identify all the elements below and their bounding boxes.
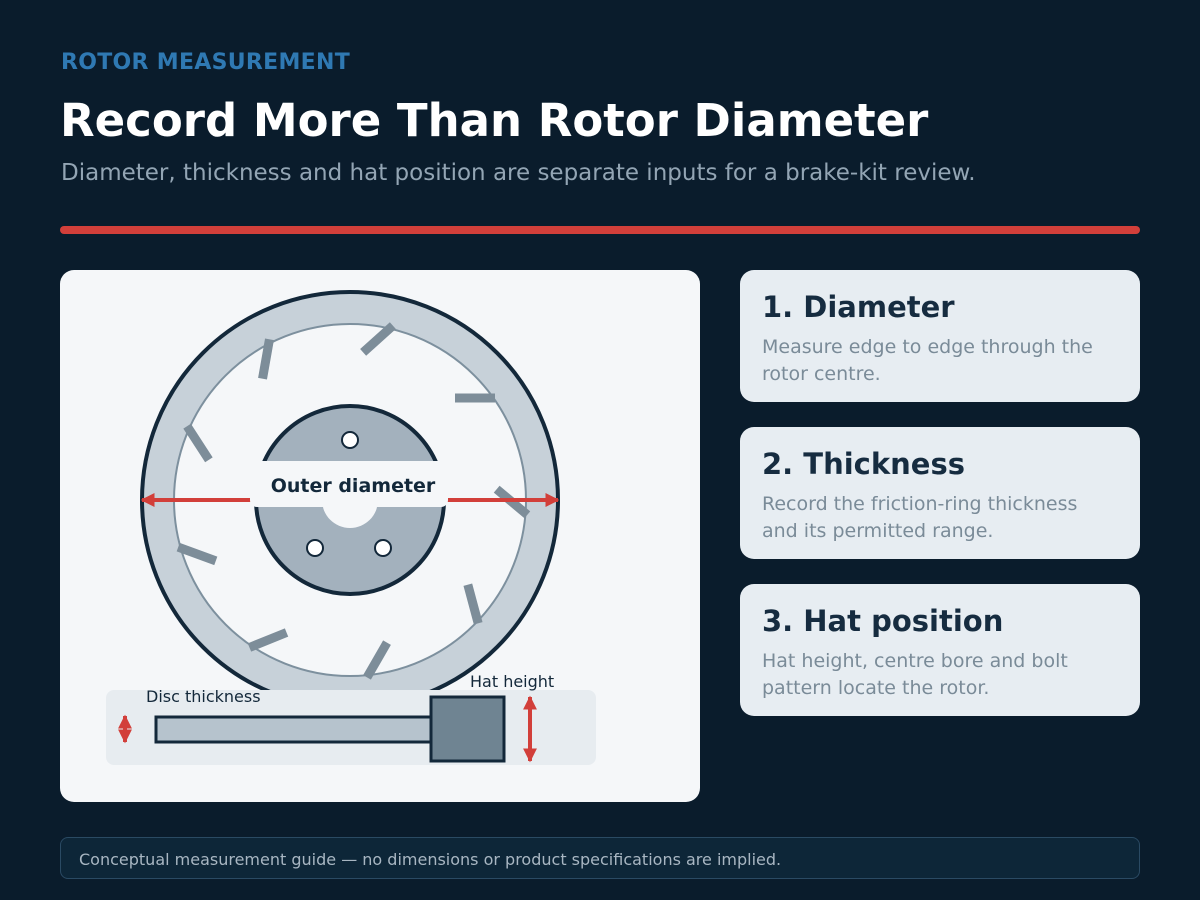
bolt-hole bbox=[306, 539, 324, 557]
hat-side-view bbox=[429, 695, 506, 763]
step-description: Measure edge to edge through the rotor c… bbox=[762, 336, 1093, 385]
page-subtitle: Diameter, thickness and hat position are… bbox=[61, 160, 976, 186]
rotor-diagram-panel: Outer diameter Disc thickness Hat height bbox=[60, 270, 700, 802]
eyebrow-label: ROTOR MEASUREMENT bbox=[61, 50, 351, 75]
step-title: 3. Hat position bbox=[762, 604, 1004, 638]
cooling-vane bbox=[176, 542, 218, 566]
hat-height-label: Hat height bbox=[470, 672, 554, 691]
footer-note: Conceptual measurement guide — no dimens… bbox=[60, 837, 1140, 879]
cooling-vane bbox=[363, 640, 391, 680]
step-card-diameter: 1. Diameter Measure edge to edge through… bbox=[740, 270, 1140, 402]
bolt-hole bbox=[374, 539, 392, 557]
outer-diameter-label: Outer diameter bbox=[271, 475, 436, 497]
cooling-vane bbox=[455, 393, 495, 403]
bolt-hole bbox=[341, 431, 359, 449]
accent-divider bbox=[60, 226, 1140, 234]
step-card-thickness: 2. Thickness Record the friction-ring th… bbox=[740, 427, 1140, 559]
cooling-vane bbox=[258, 338, 274, 380]
disc-side-view bbox=[154, 715, 434, 744]
step-description: Record the friction-ring thickness and i… bbox=[762, 493, 1078, 542]
step-title: 2. Thickness bbox=[762, 447, 965, 481]
rotor-diagram: Outer diameter Disc thickness Hat height bbox=[106, 290, 596, 765]
disc-thickness-label: Disc thickness bbox=[146, 687, 261, 706]
cooling-vane bbox=[463, 583, 483, 625]
cooling-vane bbox=[183, 423, 213, 463]
cooling-vane bbox=[360, 322, 396, 356]
step-card-hat-position: 3. Hat position Hat height, centre bore … bbox=[740, 584, 1140, 716]
page-title: Record More Than Rotor Diameter bbox=[60, 94, 929, 147]
step-description: Hat height, centre bore and bolt pattern… bbox=[762, 650, 1068, 699]
step-title: 1. Diameter bbox=[762, 290, 955, 324]
outer-diameter-label-bg bbox=[250, 461, 448, 507]
cooling-vane bbox=[247, 628, 289, 652]
